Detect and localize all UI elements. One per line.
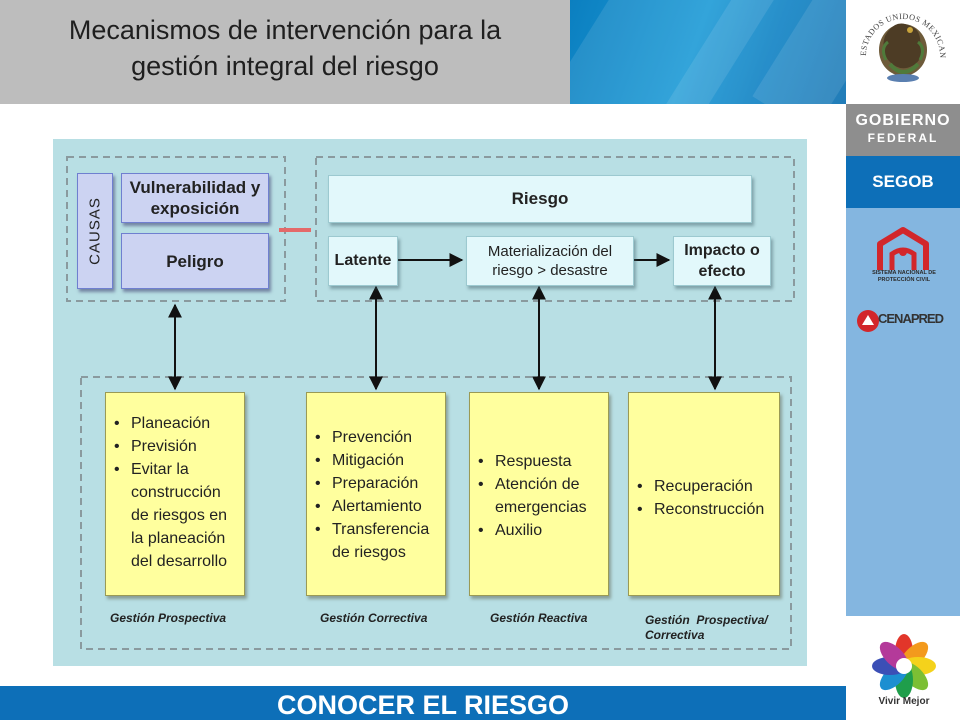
materializacion-box: Materialización del riesgo > desastre xyxy=(466,236,634,286)
list-item: Atención de emergencias xyxy=(478,473,604,519)
list-item: Prevención xyxy=(315,426,441,449)
gestion-prospectiva-correctiva-box: Recuperación Reconstrucción xyxy=(628,392,780,596)
title-band xyxy=(0,0,570,104)
footer-banner: CONOCER EL RIESGO xyxy=(0,686,846,720)
caption-prospectiva-correctiva: Gestión Prospectiva/ Correctiva xyxy=(645,613,772,642)
footer-title: CONOCER EL RIESGO xyxy=(276,690,570,720)
impacto-label: Impacto o efecto xyxy=(684,242,760,280)
caption-prospectiva: Gestión Prospectiva xyxy=(110,611,227,625)
list-item: Transferencia de riesgos xyxy=(315,518,441,564)
gestion-correctiva-list: Prevención Mitigación Preparación Alerta… xyxy=(315,426,441,564)
impacto-box: Impacto o efecto xyxy=(673,236,771,286)
gestion-prospectiva-correctiva-list: Recuperación Reconstrucción xyxy=(637,475,777,521)
segob-banner: SEGOB xyxy=(846,156,960,208)
list-item: Respuesta xyxy=(478,450,604,473)
vulnerabilidad-label: Vulnerabilidad y exposición xyxy=(129,178,261,218)
list-item: Recuperación xyxy=(637,475,777,498)
list-item: Previsión xyxy=(114,435,240,458)
vivir-mejor-label: Vivir Mejor xyxy=(878,696,930,707)
management-group-outline xyxy=(80,376,792,650)
list-item: Mitigación xyxy=(315,449,441,472)
sinaproc-label-line-1: SISTEMA NACIONAL DE xyxy=(872,270,936,276)
diagram-connectors xyxy=(66,156,795,650)
cenapred-label: CENAPRED xyxy=(878,311,944,326)
peligro-label: Peligro xyxy=(166,251,224,271)
latente-box: Latente xyxy=(328,236,398,286)
caption-correctiva: Gestión Correctiva xyxy=(320,611,428,625)
list-item: Planeación xyxy=(114,412,240,435)
gestion-reactiva-box: Respuesta Atención de emergencias Auxili… xyxy=(469,392,609,596)
list-item: Alertamiento xyxy=(315,495,441,518)
sinaproc-label: SISTEMA NACIONAL DE PROTECCIÓN CIVIL xyxy=(862,270,946,284)
page-title: Mecanismos de intervención para la gesti… xyxy=(0,12,570,84)
caption-reactiva: Gestión Reactiva xyxy=(490,611,588,625)
page-title-line-1: Mecanismos de intervención para la xyxy=(68,15,502,45)
riesgo-label: Riesgo xyxy=(511,189,569,208)
cenapred-logo-icon xyxy=(857,310,879,332)
list-item: Evitar la construcción de riesgos en la … xyxy=(114,458,240,573)
sinaproc-logo-icon xyxy=(877,227,929,270)
sidebar-light-panel xyxy=(846,208,960,616)
gestion-prospectiva-list: Planeación Previsión Evitar la construcc… xyxy=(114,412,240,573)
riesgo-box: Riesgo xyxy=(328,175,752,223)
list-item: Preparación xyxy=(315,472,441,495)
gestion-reactiva-list: Respuesta Atención de emergencias Auxili… xyxy=(478,450,604,542)
vulnerabilidad-box: Vulnerabilidad y exposición xyxy=(121,173,269,223)
causas-box: CAUSAS xyxy=(77,173,113,289)
list-item: Auxilio xyxy=(478,519,604,542)
gobierno-federal-banner: GOBIERNO FEDERAL xyxy=(846,104,960,156)
federal-label: FEDERAL xyxy=(867,131,939,145)
mexican-seal-logo: ESTADOS UNIDOS MEXICANOS xyxy=(850,0,947,82)
sinaproc-label-line-2: PROTECCIÓN CIVIL xyxy=(877,277,931,283)
gestion-correctiva-box: Prevención Mitigación Preparación Alerta… xyxy=(306,392,446,596)
materializacion-label: Materialización del riesgo > desastre xyxy=(487,243,613,279)
decorative-blue-band xyxy=(570,0,846,104)
peligro-box: Peligro xyxy=(121,233,269,289)
list-item: Reconstrucción xyxy=(637,498,777,521)
page-title-line-2: gestión integral del riesgo xyxy=(131,51,439,81)
risk-management-diagram: CAUSAS Vulnerabilidad y exposición Pelig… xyxy=(53,139,807,666)
causas-label: CAUSAS xyxy=(86,197,104,265)
latente-label: Latente xyxy=(334,252,392,269)
gestion-prospectiva-box: Planeación Previsión Evitar la construcc… xyxy=(105,392,245,596)
gobierno-label: GOBIERNO xyxy=(855,112,951,129)
vivir-mejor-logo-icon xyxy=(872,634,936,698)
